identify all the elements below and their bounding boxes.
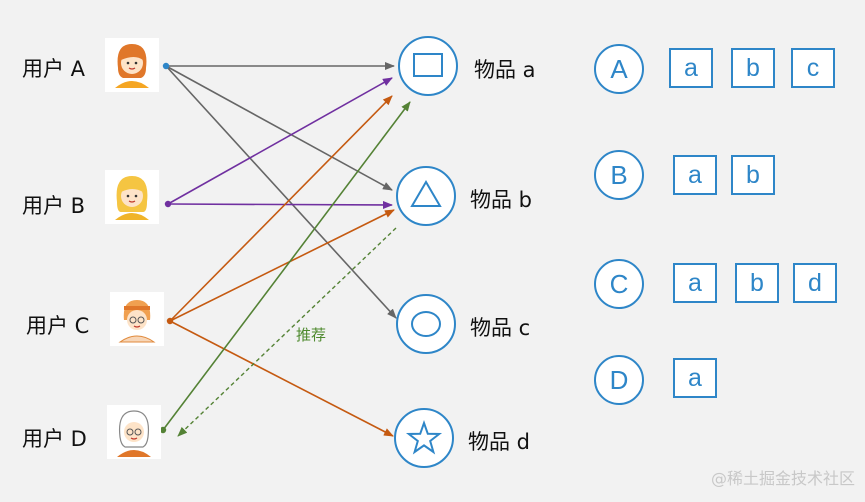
matrix-user-a: A <box>594 44 644 94</box>
watermark: @稀土掘金技术社区 <box>710 469 855 488</box>
recommend-label: 推荐 <box>296 326 327 344</box>
item-node-b <box>396 166 456 226</box>
item-node-a <box>398 36 458 96</box>
square-icon <box>413 53 443 77</box>
matrix-cell-c-3: d <box>793 263 837 303</box>
edge-b-b <box>167 200 393 209</box>
matrix-cell-d-1: a <box>673 358 717 398</box>
user-label-c: 用户 C <box>26 314 90 338</box>
user-dot-b <box>164 200 172 208</box>
matrix-user-c: C <box>594 259 644 309</box>
matrix-cell-a-1: a <box>669 48 713 88</box>
user-label-d: 用户 D <box>22 427 87 451</box>
edge-a-c <box>165 65 397 319</box>
item-node-c <box>396 294 456 354</box>
matrix-cell-b-2: b <box>731 155 775 195</box>
item-label-d: 物品 d <box>468 430 531 454</box>
triangle-icon <box>410 180 442 207</box>
elderly-woman-icon <box>107 405 161 459</box>
matrix-cell-a-2: b <box>731 48 775 88</box>
edge-b-a <box>167 77 393 205</box>
item-label-a: 物品 a <box>474 58 536 82</box>
user-dot-d <box>159 426 167 434</box>
item-label-b: 物品 b <box>470 188 533 212</box>
recommend-edge <box>177 227 397 437</box>
matrix-cell-c-2: b <box>735 263 779 303</box>
edge-a-b <box>165 65 393 191</box>
item-node-d <box>394 408 454 468</box>
matrix-user-d: D <box>594 355 644 405</box>
person-headband-icon <box>110 292 164 346</box>
matrix-cell-a-3: c <box>791 48 835 88</box>
user-label-a: 用户 A <box>22 57 86 81</box>
matrix-cell-b-1: a <box>673 155 717 195</box>
star-icon <box>405 419 443 455</box>
item-label-c: 物品 c <box>470 316 531 340</box>
edge-c-a <box>169 95 393 322</box>
edge-c-b <box>169 209 395 322</box>
circle-icon <box>411 311 441 337</box>
girl-yellow-hair-icon <box>105 170 159 224</box>
edge-c-d <box>169 320 394 437</box>
woman-orange-hair-icon <box>105 38 159 92</box>
user-dot-c <box>166 317 174 325</box>
edge-d-a <box>162 101 411 431</box>
matrix-cell-c-1: a <box>673 263 717 303</box>
matrix-user-b: B <box>594 150 644 200</box>
user-label-b: 用户 B <box>22 194 86 218</box>
user-dot-a <box>162 62 170 70</box>
